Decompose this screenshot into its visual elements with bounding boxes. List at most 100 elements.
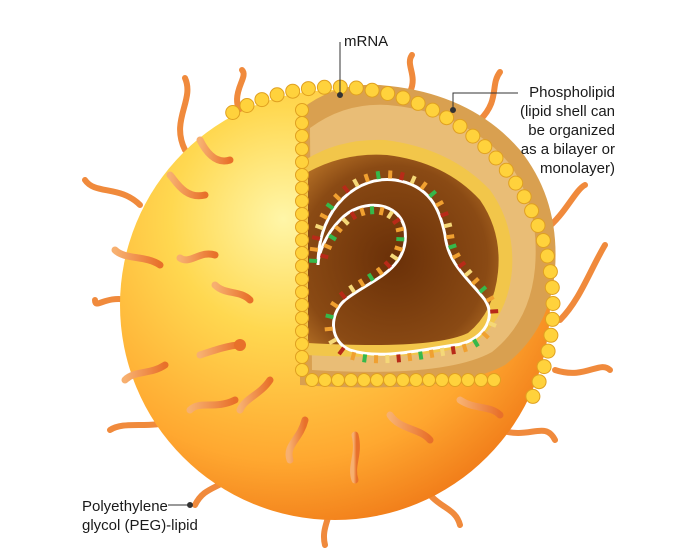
nucleotide-base — [337, 346, 346, 356]
peg-surface-tails — [111, 136, 504, 484]
lipid-head — [295, 285, 309, 299]
lipid-head — [225, 105, 241, 120]
nucleotide-base — [352, 178, 360, 188]
nucleotide-base — [362, 354, 368, 363]
lipid-head — [295, 298, 309, 312]
nucleotide-base — [383, 260, 392, 269]
lipid-head — [535, 233, 551, 248]
lipid-head — [516, 189, 532, 205]
lipid-head — [295, 350, 309, 364]
mrna-label: mRNA — [344, 33, 389, 50]
phospholipid-label-line: Phospholipid — [529, 84, 615, 101]
lipid-head — [474, 373, 488, 387]
peg-lipid-label-line: Polyethylene — [82, 498, 168, 515]
lipid-head — [295, 207, 309, 221]
lipid-head — [383, 373, 397, 387]
lipid-head — [239, 98, 255, 113]
nucleotide-base — [375, 170, 381, 180]
lipid-head — [487, 373, 501, 387]
lipid-head — [370, 373, 384, 387]
lipid-head — [452, 118, 468, 134]
nucleotide-base — [407, 352, 413, 362]
phospholipid-label: Phospholipid (lipid shell can be organiz… — [475, 83, 615, 178]
lipid-head — [425, 102, 441, 118]
nucleotide-base — [399, 171, 405, 181]
lipid-head — [295, 142, 309, 156]
leader-lines — [168, 42, 518, 508]
nucleotide-base — [448, 243, 457, 250]
nucleotide-base — [350, 351, 357, 361]
nucleotide-base — [446, 234, 455, 240]
lipid-head — [477, 139, 493, 155]
phospholipid-label-line: be organized — [528, 122, 615, 139]
nucleotide-base — [348, 284, 356, 294]
lipid-head — [544, 280, 560, 295]
nucleotide-base — [481, 331, 490, 340]
lipid-head — [295, 181, 309, 195]
peg-lipid-label-line: glycol (PEG)-lipid — [82, 517, 198, 534]
nucleotide-base — [409, 175, 417, 185]
nucleotide-base — [396, 354, 402, 363]
lipid-head — [364, 82, 380, 98]
lipid-head — [498, 162, 514, 178]
nucleotide-base — [471, 276, 480, 286]
lipid-head — [295, 272, 309, 286]
lipid-head — [422, 373, 436, 387]
nucleotide-base — [359, 207, 366, 217]
mrna-strand — [316, 177, 491, 356]
lipid-head — [295, 259, 309, 273]
nucleotide-base — [457, 260, 467, 269]
nucleotide-base — [319, 212, 329, 220]
nucleotide-base — [485, 295, 495, 303]
nucleotide-base — [389, 253, 399, 262]
lipid-head — [409, 373, 423, 387]
lipid-head — [295, 129, 309, 143]
lipid-head — [348, 80, 364, 96]
lipid-head — [448, 373, 462, 387]
lipid-head — [295, 246, 309, 260]
nucleotide-base — [369, 206, 375, 215]
nucleotide-base — [366, 272, 375, 282]
nucleotide-base — [325, 202, 335, 211]
lipid-head — [508, 175, 524, 191]
nucleotide-base — [334, 225, 343, 234]
nucleotide-base — [314, 223, 324, 231]
lipid-head — [395, 90, 411, 106]
phospholipid-label-line: (lipid shell can — [519, 103, 615, 120]
nucleotide-base — [428, 189, 438, 198]
lipid-head — [539, 248, 555, 264]
lipid-head — [254, 92, 270, 108]
nucleotide-base — [328, 233, 338, 242]
lipid-head — [380, 86, 396, 101]
lipid-head — [316, 79, 332, 95]
phospholipid-outer-heads — [225, 79, 561, 404]
lipid-head — [269, 87, 285, 103]
lipid-head — [545, 311, 560, 327]
lipid-head — [344, 373, 358, 387]
nucleotide-base — [373, 355, 379, 364]
nucleotide-base — [472, 338, 480, 348]
lipid-head — [531, 374, 547, 390]
phospholipid-label-line: as a bilayer or — [520, 141, 615, 158]
lipid-head — [295, 220, 309, 234]
lipid-head — [331, 373, 345, 387]
nucleotide-base — [440, 211, 449, 218]
lipid-head — [461, 373, 475, 387]
nucleotide-base — [357, 278, 366, 288]
phospholipid-edge-heads — [295, 103, 501, 387]
nucleotide-base — [487, 321, 497, 328]
lipid-head — [300, 81, 316, 97]
lipid-head — [439, 110, 455, 126]
lipid-head — [488, 150, 504, 166]
nucleotide-base — [386, 210, 394, 220]
nucleotide-base — [324, 326, 333, 332]
lipid-head — [540, 343, 556, 359]
lipid-head — [295, 337, 309, 351]
lipid-head — [295, 324, 309, 338]
nucleotide-base — [363, 173, 370, 183]
lipid-head — [295, 363, 309, 377]
nucleotide-base — [319, 253, 329, 260]
nucleotide-base — [311, 235, 321, 241]
lipid-head — [357, 373, 371, 387]
